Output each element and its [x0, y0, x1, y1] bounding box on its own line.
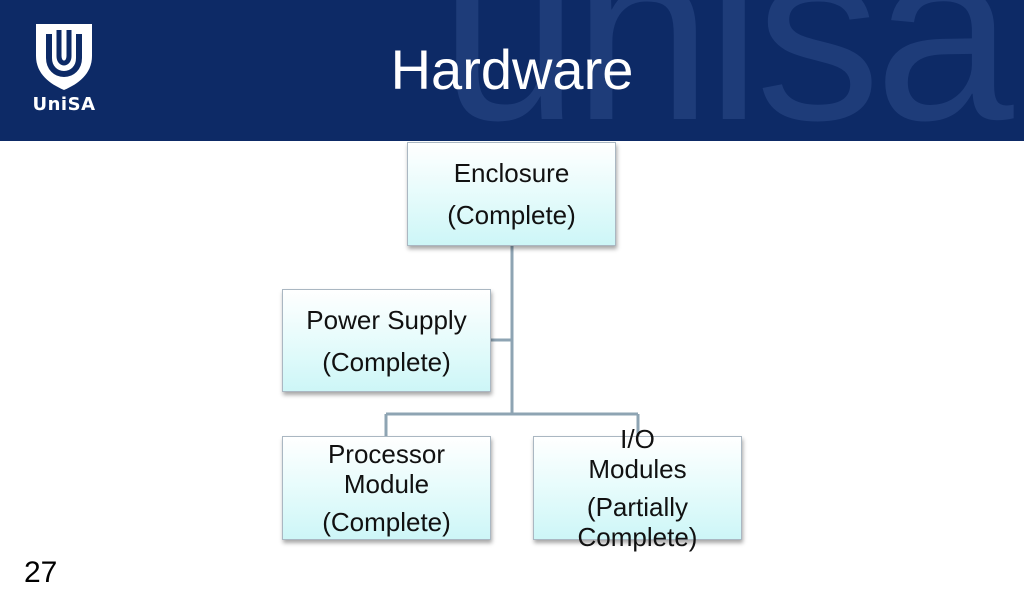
- node-enclosure-status: (Complete): [447, 200, 576, 230]
- node-io-modules-label: I/O Modules: [588, 424, 687, 484]
- node-processor-module-status: (Complete): [322, 507, 451, 537]
- unisa-shield-icon: [36, 24, 92, 90]
- node-enclosure-label: Enclosure: [453, 158, 570, 188]
- node-power-supply: Power Supply (Complete): [282, 289, 491, 392]
- node-processor-module-label: Processor Module: [327, 439, 446, 499]
- node-processor-module: Processor Module (Complete): [282, 436, 491, 540]
- node-io-modules: I/O Modules (Partially Complete): [533, 424, 742, 552]
- node-enclosure: Enclosure (Complete): [407, 142, 616, 246]
- node-io-modules-status: (Partially Complete): [577, 492, 698, 552]
- logo-text: UniSA: [32, 94, 96, 115]
- watermark-text: unisa: [440, 0, 1014, 141]
- slide-title: Hardware: [390, 38, 634, 101]
- node-power-supply-label: Power Supply: [306, 304, 467, 335]
- slide-number: 27: [24, 556, 58, 589]
- header-banner: unisa UniSA Hardware: [0, 0, 1024, 141]
- node-power-supply-status: (Complete): [322, 346, 451, 377]
- unisa-logo: UniSA: [26, 20, 102, 120]
